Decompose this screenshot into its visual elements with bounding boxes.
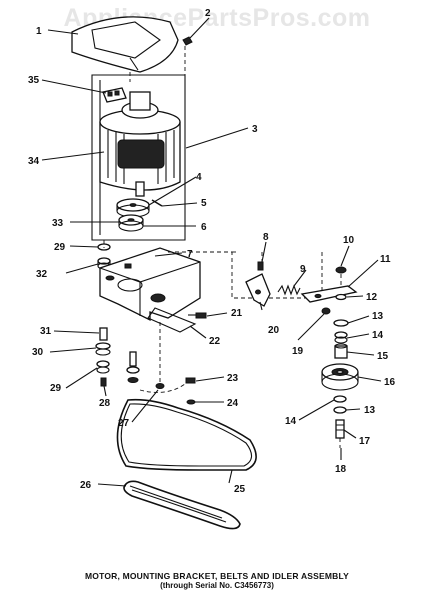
idler-arm [300, 266, 358, 303]
callout-10: 10 [343, 235, 355, 246]
callout-35: 35 [28, 75, 40, 86]
callout-26: 26 [80, 480, 92, 491]
callout-13-lower: 13 [364, 405, 376, 416]
pulley-key [151, 199, 163, 207]
callout-11: 11 [380, 254, 391, 265]
callout-6: 6 [201, 222, 207, 233]
callout-7: 7 [187, 249, 193, 260]
callout-29-lower: 29 [50, 383, 62, 394]
callout-33: 33 [52, 218, 64, 229]
motor-switch [102, 87, 127, 103]
callout-13: 13 [372, 311, 384, 322]
callout-25: 25 [234, 484, 246, 495]
callout-27: 27 [118, 418, 130, 429]
callout-34: 34 [28, 156, 40, 167]
cover-screw [182, 36, 193, 46]
callout-23: 23 [227, 373, 239, 384]
washer-lower [155, 383, 165, 389]
idler-spring [277, 284, 301, 296]
callout-28: 28 [99, 398, 111, 409]
callout-4: 4 [196, 172, 202, 183]
left-mount-stack [95, 327, 111, 387]
idler-washer [321, 307, 331, 315]
callout-2: 2 [205, 8, 211, 19]
leader-lines [41, 17, 382, 487]
callout-19: 19 [292, 346, 304, 357]
callout-9: 9 [300, 264, 306, 275]
belt-guide-screw [185, 377, 196, 405]
callout-8: 8 [263, 232, 269, 243]
idler-lower-stack [333, 395, 347, 439]
mounting-bracket [99, 247, 201, 333]
diagram-subtitle: (through Serial No. C3456773) [160, 581, 274, 590]
clutch-pulley [118, 214, 144, 232]
middle-mount-stack [126, 351, 140, 383]
callout-16: 16 [384, 377, 396, 388]
callout-14: 14 [372, 330, 384, 341]
idler-pulley [321, 363, 359, 391]
drive-belt [116, 398, 257, 471]
callout-3: 3 [252, 124, 258, 135]
callout-1: 1 [36, 26, 42, 37]
diagram-title: MOTOR, MOUNTING BRACKET, BELTS AND IDLER… [84, 571, 350, 581]
idler-bracket [245, 273, 271, 307]
callout-21: 21 [231, 308, 243, 319]
callout-24: 24 [227, 398, 239, 409]
callout-labels: 1 2 3 4 5 6 7 8 9 10 11 12 13 14 15 16 1… [28, 8, 396, 495]
callout-29-upper: 29 [54, 242, 66, 253]
motor [99, 91, 181, 197]
callout-30: 30 [32, 347, 44, 358]
callout-14-lower: 14 [285, 416, 297, 427]
callout-12: 12 [366, 292, 378, 303]
motor-cover [71, 16, 179, 73]
callout-20: 20 [268, 325, 280, 336]
callout-18: 18 [335, 464, 347, 475]
callout-31: 31 [40, 326, 52, 337]
callout-22: 22 [209, 336, 221, 347]
callout-32: 32 [36, 269, 48, 280]
callout-5: 5 [201, 198, 207, 209]
motor-pulley [116, 198, 150, 218]
callout-15: 15 [377, 351, 389, 362]
idler-pulley-stack [333, 319, 349, 359]
idler-nut [257, 261, 264, 271]
bracket-screw [188, 312, 207, 319]
pump-belt [123, 480, 241, 530]
callout-17: 17 [359, 436, 371, 447]
